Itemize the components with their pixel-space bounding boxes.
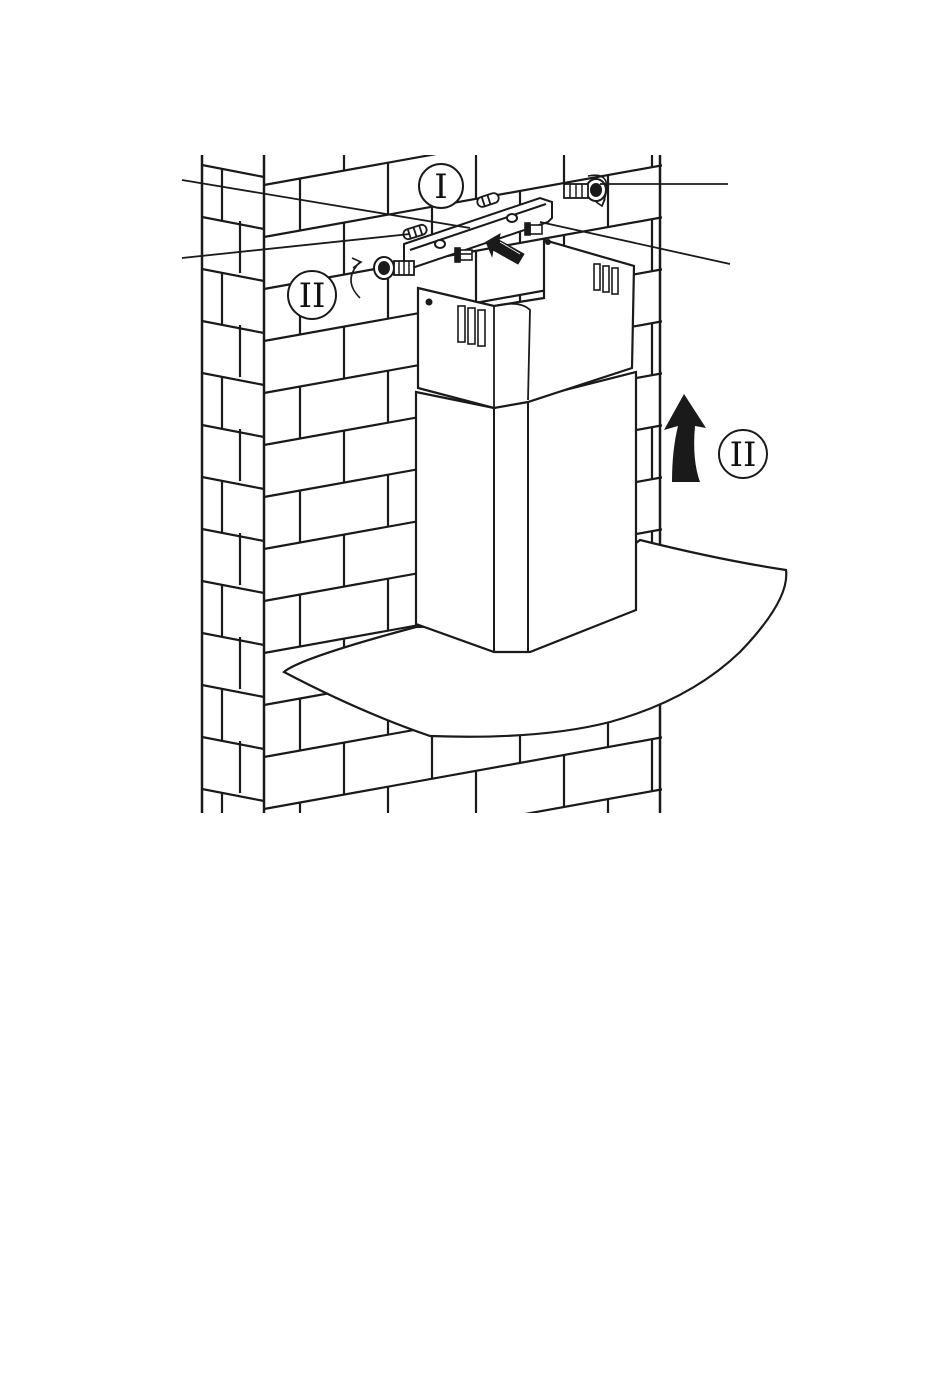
chimney-screw-hole — [545, 239, 551, 245]
brick-line — [202, 633, 264, 645]
svg-text:II: II — [730, 435, 757, 475]
svg-text:II: II — [299, 276, 326, 316]
brick-line — [202, 789, 264, 801]
brick-line — [264, 0, 662, 29]
brick-line — [202, 217, 264, 229]
step-marker-1: I — [419, 164, 463, 208]
step-marker-3: II — [719, 430, 767, 478]
push-arrow-icon — [486, 234, 524, 264]
brick-line — [202, 685, 264, 697]
brick-line — [202, 841, 264, 853]
brick-line — [202, 269, 264, 281]
lower-chimney — [416, 372, 636, 652]
brick-line — [264, 841, 662, 913]
brick-line — [264, 9, 662, 81]
brick-line — [202, 165, 264, 177]
brick-line — [264, 789, 662, 861]
brick-line — [202, 477, 264, 489]
brick-line — [264, 113, 662, 185]
brick-line — [202, 373, 264, 385]
up-arrow-icon — [664, 394, 706, 482]
brick-line — [264, 61, 662, 133]
brick-line — [202, 737, 264, 749]
brick-line — [264, 893, 662, 965]
brick-line — [202, 529, 264, 541]
hood-assembly — [284, 239, 786, 737]
brick-line — [202, 425, 264, 437]
svg-text:I: I — [434, 167, 447, 207]
step-marker-2: II — [288, 271, 336, 319]
bolt-left — [374, 257, 414, 279]
brick-line — [264, 737, 662, 809]
brick-line — [202, 581, 264, 593]
brick-line — [202, 321, 264, 333]
chimney-screw-hole — [426, 299, 433, 306]
